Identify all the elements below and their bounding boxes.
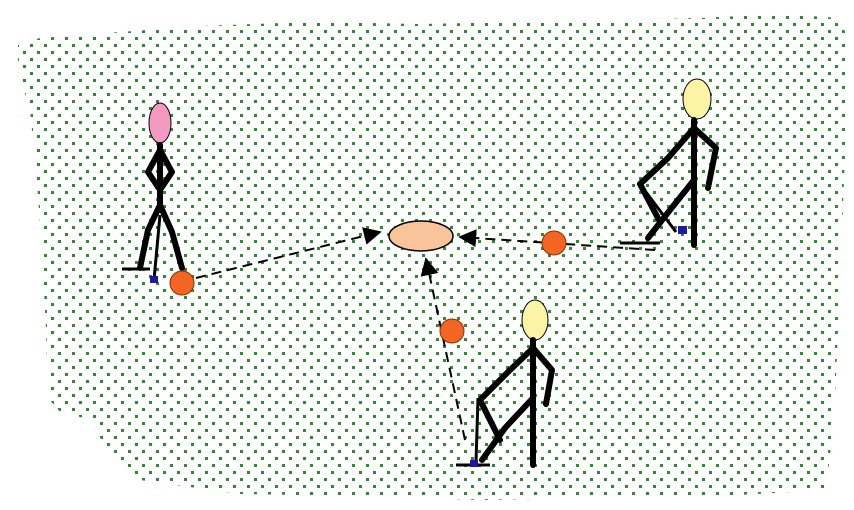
ball-bottom — [439, 318, 465, 344]
player-right-stick-tip — [678, 226, 687, 234]
target-ellipse — [388, 220, 454, 252]
ball-right — [541, 230, 567, 256]
player-left-stick — [122, 214, 162, 281]
player-right-stick — [620, 183, 678, 245]
player-bottom-body — [477, 337, 555, 468]
player-bottom-stick-tip — [470, 460, 478, 467]
player-left-body — [137, 142, 185, 271]
player-left-stick-tip — [150, 276, 158, 283]
player-bottom — [456, 299, 555, 468]
player-right — [620, 78, 719, 248]
player-right-head — [682, 78, 712, 120]
player-right-body — [637, 117, 719, 248]
ball-left — [169, 270, 195, 296]
player-bottom-head — [521, 299, 549, 341]
player-left — [122, 102, 185, 283]
grass-field — [18, 14, 848, 500]
player-left-head — [148, 102, 172, 144]
